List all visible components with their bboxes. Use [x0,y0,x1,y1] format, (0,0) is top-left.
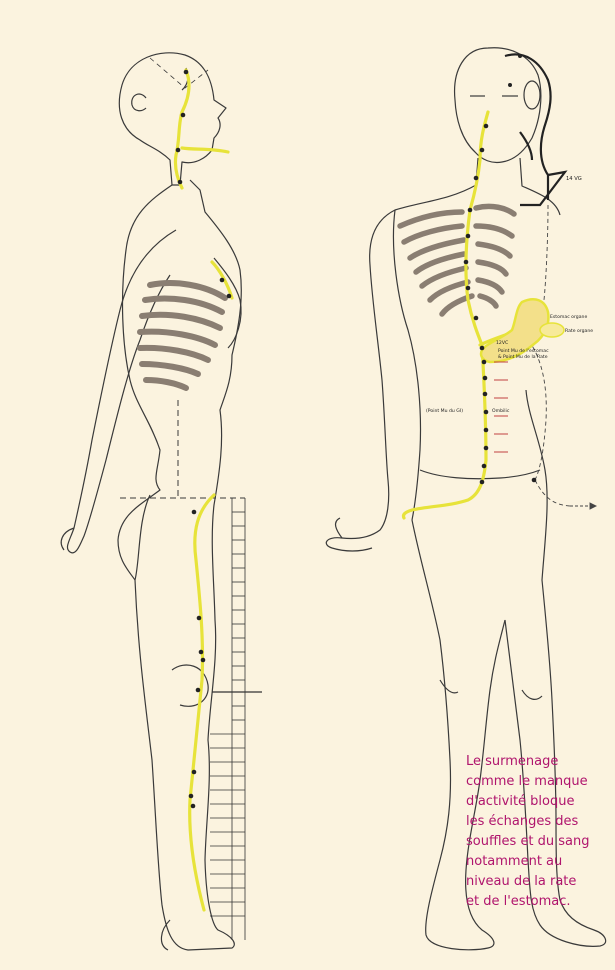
caption-line: et de l'estomac. [466,892,612,912]
caption-line: d'activité bloque [466,792,612,812]
exit-arrow [570,503,596,509]
side-figure [61,53,245,950]
caption-line: Le surmenage [466,752,612,772]
front-meridian-line [403,112,520,518]
side-ribcage [140,283,225,388]
caption-line: notamment au [466,852,612,872]
label-point-mu-rate: & Point Mu de la Rate [498,354,548,360]
side-acupoints [176,70,232,809]
caption-line: comme le manque [466,772,612,792]
side-measurement-ruler [210,498,262,940]
label-estomac-organe: Estomac organe [550,314,587,320]
label-14-vg: 14 VG [566,176,582,182]
front-side-tick-marks [494,362,508,452]
caption-line: souffles et du sang [466,832,612,852]
side-meridian-line [175,70,232,910]
label-point-mu-gi: (Point Mu du GI) [426,408,463,414]
caption-line: les échanges des [466,812,612,832]
label-ombilic: Ombilic [492,408,510,414]
label-point-mu-estomac: Point Mu de l'estomac [498,348,549,354]
caption-text: Le surmenage comme le manque d'activité … [466,752,612,912]
front-ribcage [400,206,514,314]
caption-line: niveau de la rate [466,872,612,892]
label-rate-organe: Rate organe [565,328,593,334]
label-12-vc: 12VC [496,340,508,346]
